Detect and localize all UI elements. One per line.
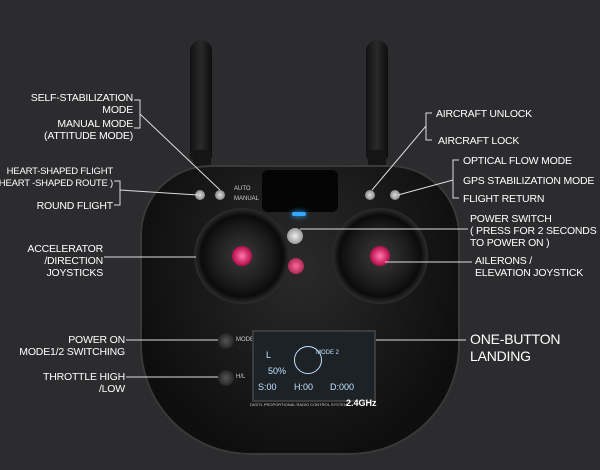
label-manual-mode: MANUAL MODE(ATTITUDE MODE) (44, 118, 133, 142)
heart-round-switch[interactable] (195, 190, 205, 200)
mode-button-label: MODE (236, 337, 254, 343)
power-led (292, 212, 306, 216)
screen-h: H:00 (294, 382, 314, 392)
right-joystick-knob[interactable] (370, 246, 390, 266)
power-switch-button[interactable] (287, 228, 303, 244)
left-antenna (190, 40, 212, 160)
manual-label: MANUAL (234, 196, 260, 202)
top-display-window (262, 170, 338, 212)
screen-compass (294, 346, 322, 374)
label-aircraft-unlock: AIRCRAFT UNLOCK (436, 108, 532, 120)
label-round-flight: ROUND FLIGHT (36, 200, 114, 212)
label-flight-return: FLIGHT RETURN (463, 193, 545, 205)
screen-l: L (266, 350, 272, 360)
label-aircraft-lock: AIRCRAFT LOCK (438, 135, 520, 147)
flight-mode-switch[interactable] (390, 190, 400, 200)
lock-switch[interactable] (365, 190, 375, 200)
hl-button-label: H/L (236, 374, 246, 380)
band-label: 2.4GHz (346, 398, 377, 408)
right-antenna (366, 40, 388, 160)
label-optical-flow: OPTICAL FLOW MODE (463, 155, 572, 167)
left-joystick-knob[interactable] (232, 246, 252, 266)
lcd-screen: L MODE 2 50% S:00 H:00 D:000 (252, 330, 376, 402)
label-throttle: THROTTLE HIGH/LOW (43, 371, 125, 395)
center-pink-button[interactable] (288, 258, 304, 274)
screen-d: D:000 (330, 382, 355, 392)
screen-throttle: 50% (268, 366, 287, 376)
system-text: DIGITL PROPORTIONAL RADIO CONTROL SYSTEM (250, 402, 348, 407)
auto-label: AUTO (234, 186, 251, 192)
mode-button[interactable] (218, 333, 234, 349)
label-heart-flight: HEART-SHAPED FLIGHT( HEART -SHAPED ROUTE… (0, 166, 113, 189)
left-joystick[interactable] (194, 208, 290, 304)
mode-switch-left[interactable] (215, 190, 225, 200)
right-joystick[interactable] (332, 208, 428, 304)
label-gps: GPS STABILIZATION MODE (463, 175, 595, 187)
hl-button[interactable] (218, 370, 234, 386)
screen-s: S:00 (258, 382, 277, 392)
label-ailerons: AILERONS /ELEVATION JOYSTICK (475, 255, 584, 279)
screen-mode: MODE 2 (316, 350, 340, 356)
